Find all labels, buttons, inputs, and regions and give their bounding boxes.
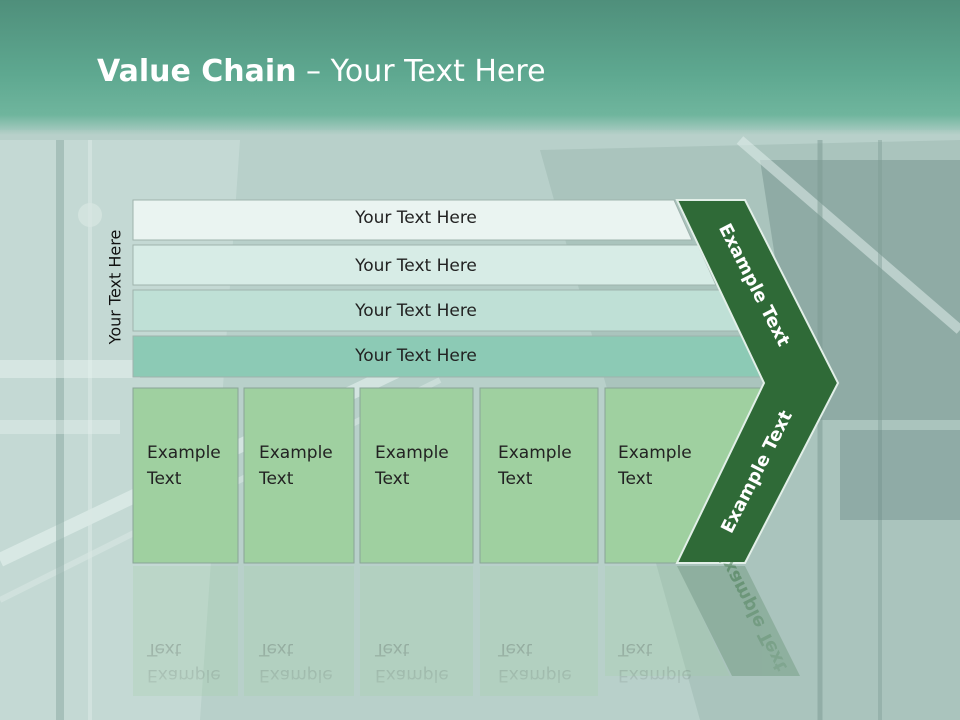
- activity-box-1: [132, 387, 239, 564]
- row-label-2: Your Text Here: [355, 256, 477, 276]
- activity-text-4-line1: Example: [498, 443, 572, 463]
- row-bar-2: [132, 244, 717, 286]
- activity-text-2-line2: Text: [259, 469, 294, 489]
- header-band: [0, 0, 960, 135]
- activity-text-1: Example Text: [147, 440, 221, 492]
- activity-box-4: [479, 387, 599, 564]
- activity-text-4-line2: Text: [498, 469, 533, 489]
- row-bar-1: [132, 199, 693, 241]
- activity-text-3: Example Text: [375, 440, 449, 492]
- activity-text-1-line1: Example: [147, 443, 221, 463]
- title-rest: – Your Text Here: [296, 54, 546, 89]
- page-title: Value Chain – Your Text Here: [97, 54, 546, 89]
- reflection-group: [133, 566, 800, 696]
- activity-text-1-line2: Text: [147, 469, 182, 489]
- row-label-1: Your Text Here: [355, 208, 477, 228]
- activity-text-5-line2: Text: [618, 469, 653, 489]
- activity-text-2-line1: Example: [259, 443, 333, 463]
- activity-text-5-line1: Example: [618, 443, 692, 463]
- activity-text-5: Example Text: [618, 440, 692, 492]
- activity-box-2: [243, 387, 355, 564]
- title-bold: Value Chain: [97, 54, 297, 89]
- row-label-4: Your Text Here: [355, 346, 477, 366]
- activity-box-3: [359, 387, 474, 564]
- activity-text-3-line2: Text: [375, 469, 410, 489]
- vertical-label: Your Text Here: [105, 229, 125, 345]
- activity-text-4: Example Text: [498, 440, 572, 492]
- margin-chevron: [675, 199, 840, 564]
- activity-text-3-line1: Example: [375, 443, 449, 463]
- row-label-3: Your Text Here: [355, 301, 477, 321]
- activity-text-2: Example Text: [259, 440, 333, 492]
